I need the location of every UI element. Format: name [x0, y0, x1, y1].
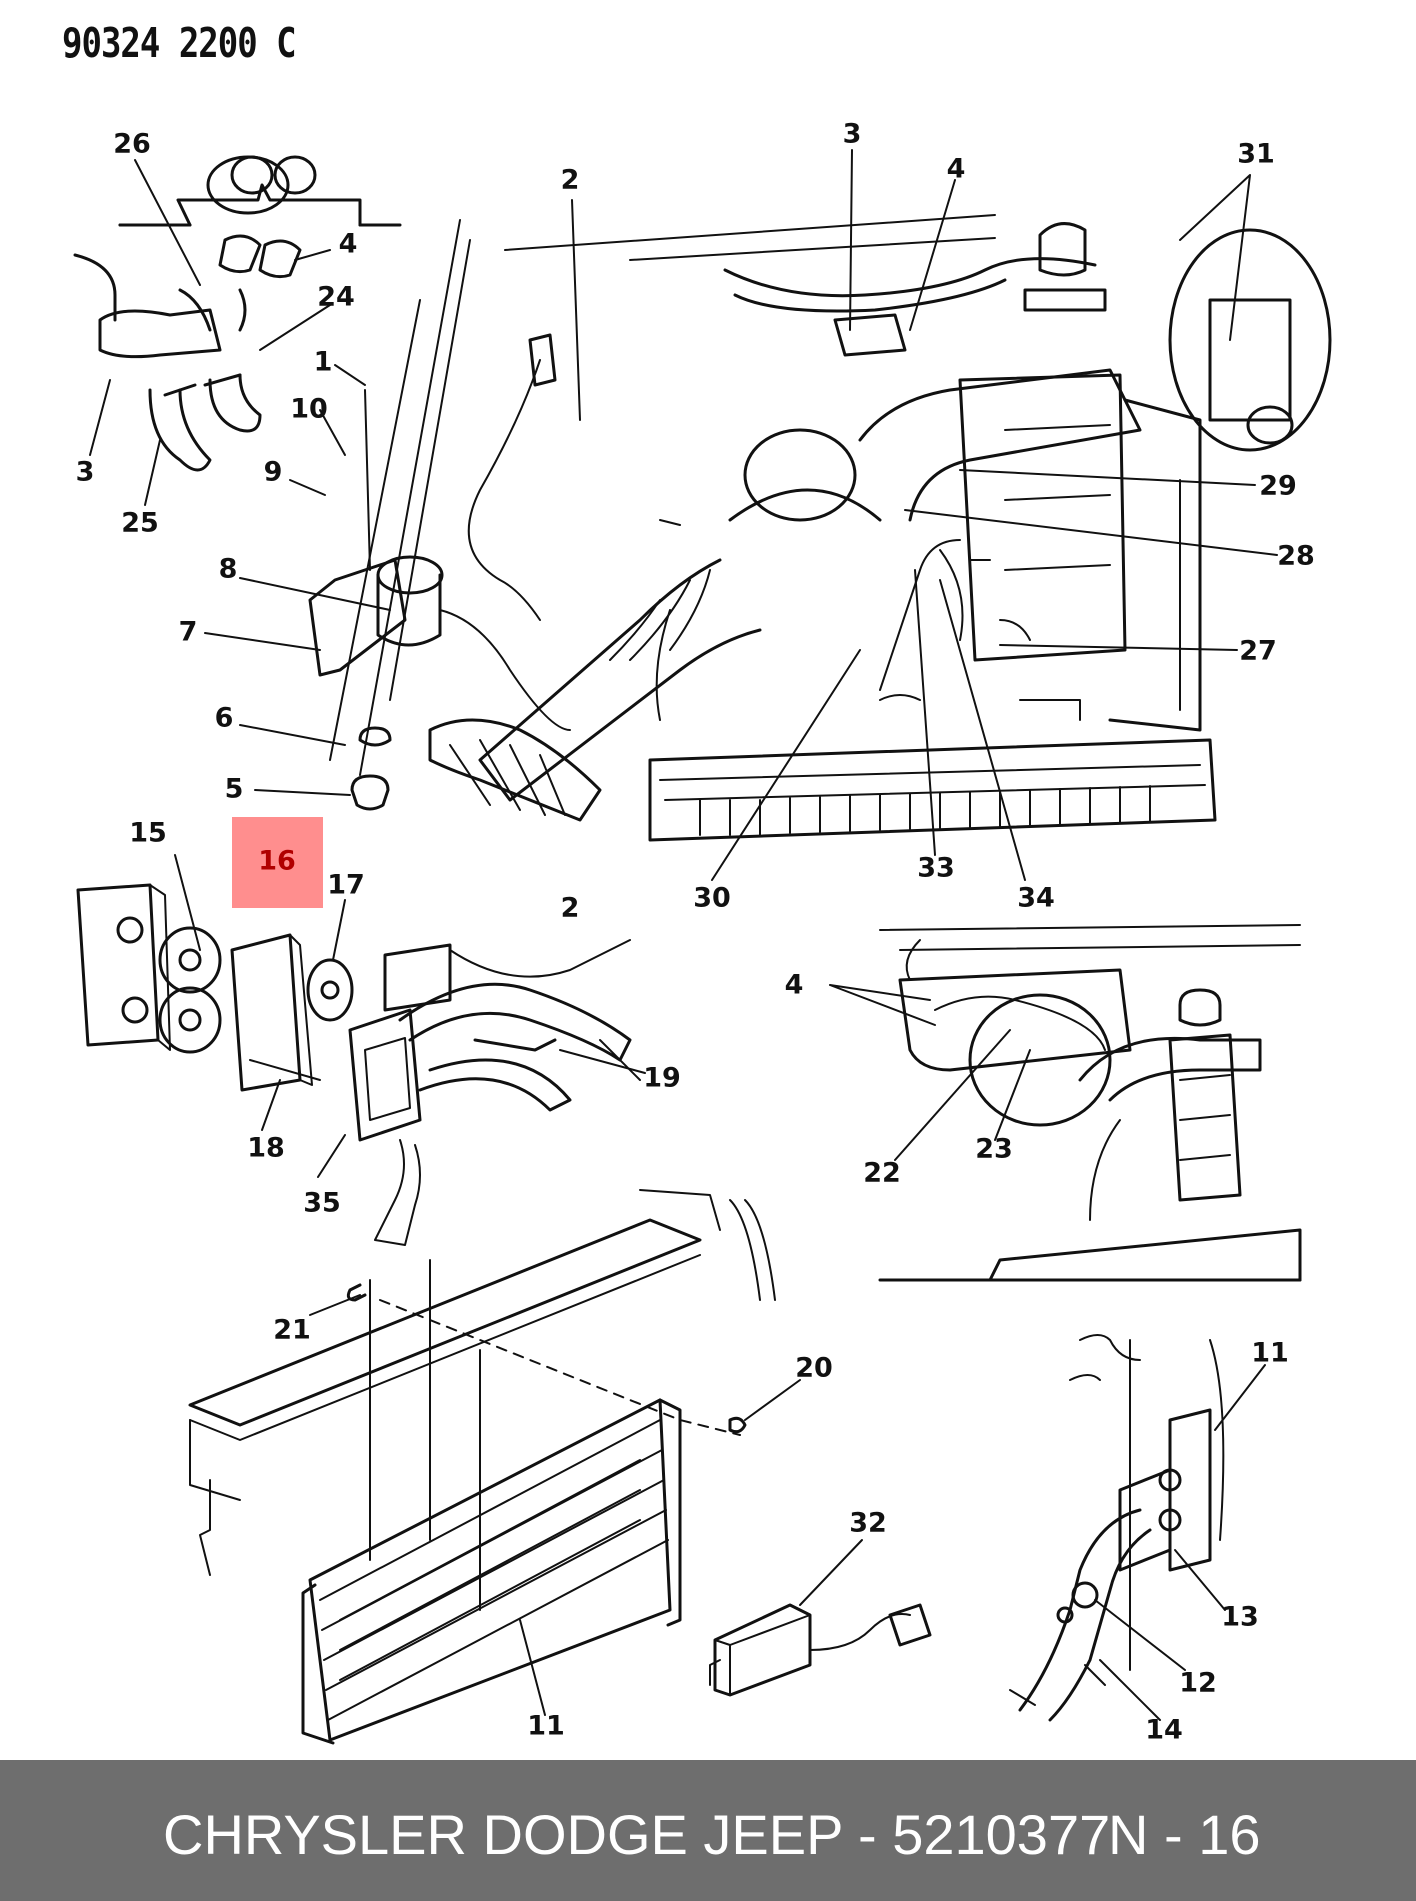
callout-14: 14: [1145, 1714, 1183, 1746]
callout-23: 23: [975, 1133, 1013, 1165]
ac-line-routing: [878, 924, 1302, 1282]
parts-diagram: 90324 2200 C 16 26 4 24 1 10 9 3 25 8 7 …: [62, 20, 1332, 1746]
callout-4-top: 4: [946, 153, 966, 185]
callout-10: 10: [290, 393, 328, 425]
engine-assembly: [428, 214, 1332, 842]
highlighted-part-box[interactable]: [232, 817, 323, 908]
callout-5: 5: [224, 773, 244, 805]
callout-9: 9: [263, 456, 283, 488]
callout-18: 18: [247, 1132, 285, 1164]
relay-assembly: [709, 1603, 932, 1697]
footer-part-number: CHRYSLER DODGE JEEP - 5210377: [163, 1803, 1111, 1866]
callout-20: 20: [795, 1352, 833, 1384]
callout-4: 4: [338, 228, 358, 260]
highlighted-part-label[interactable]: 16: [258, 845, 296, 877]
callout-11-right: 11: [1251, 1337, 1289, 1369]
callout-11-bottom: 11: [527, 1710, 565, 1742]
callout-30: 30: [693, 882, 731, 914]
callout-35: 35: [303, 1187, 341, 1219]
bracket-column: [308, 219, 571, 811]
callout-33: 33: [917, 852, 955, 884]
footer-bar: CHRYSLER DODGE JEEP - 5210377 N - 16: [0, 1760, 1416, 1901]
callout-2-top: 2: [560, 164, 580, 196]
callout-1: 1: [313, 346, 333, 378]
callout-15: 15: [129, 817, 167, 849]
callout-17: 17: [327, 869, 365, 901]
callout-32: 32: [849, 1507, 887, 1539]
callout-21: 21: [273, 1314, 311, 1346]
callout-19: 19: [643, 1062, 681, 1094]
line-drawing: [73, 149, 1332, 1745]
callout-7: 7: [178, 616, 198, 648]
condenser-assembly: [188, 1189, 776, 1745]
callout-22: 22: [863, 1157, 901, 1189]
callout-25: 25: [121, 507, 159, 539]
callout-29: 29: [1259, 470, 1297, 502]
callout-leaders: [89, 149, 1278, 1721]
heater-valve-assembly: [73, 155, 402, 472]
callout-27: 27: [1239, 635, 1277, 667]
callout-12: 12: [1179, 1667, 1217, 1699]
callout-3: 3: [75, 456, 95, 488]
callout-26: 26: [113, 128, 151, 160]
callout-24: 24: [317, 281, 355, 313]
callout-3-top: 3: [842, 118, 862, 150]
line-clamp-detail: [1009, 1334, 1225, 1722]
expansion-valve-exploded: [76, 883, 632, 1246]
callout-8: 8: [218, 553, 238, 585]
footer-page-reference: N - 16: [1108, 1803, 1261, 1866]
callout-28: 28: [1277, 540, 1315, 572]
callout-2-mid: 2: [560, 892, 580, 924]
callout-34: 34: [1017, 882, 1055, 914]
callout-13: 13: [1221, 1601, 1259, 1633]
callout-31: 31: [1237, 138, 1275, 170]
drawing-code: 90324 2200 C: [62, 20, 297, 68]
callout-4-mid: 4: [784, 969, 804, 1001]
callout-6: 6: [214, 702, 234, 734]
